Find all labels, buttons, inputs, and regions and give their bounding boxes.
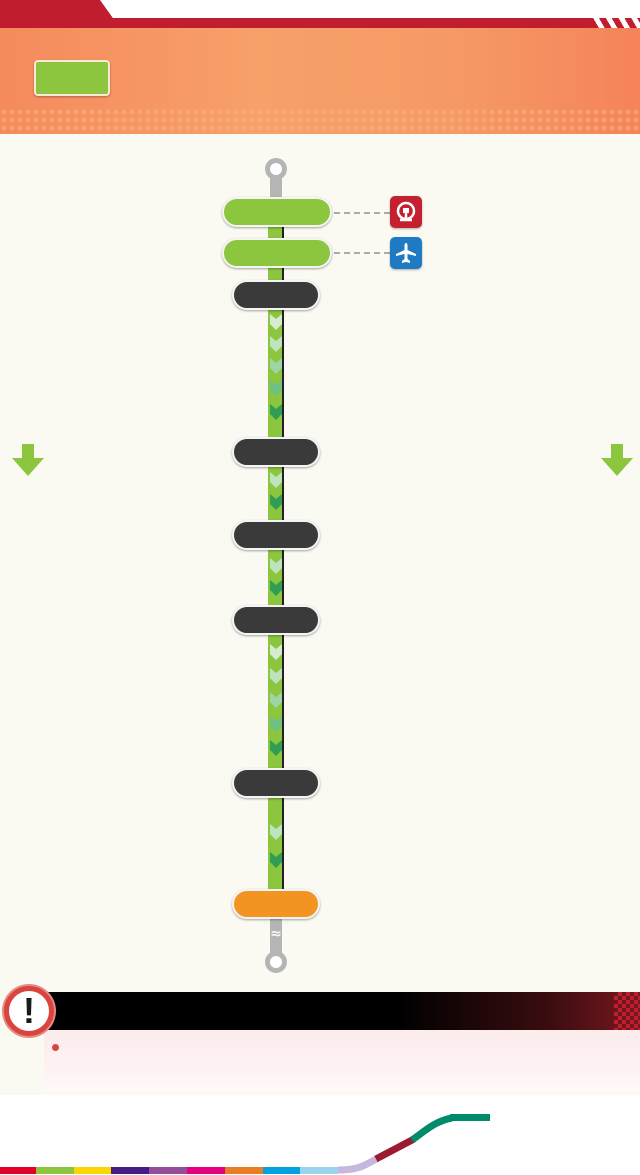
terminal-ring-icon — [265, 951, 287, 973]
station-service-badge — [232, 280, 320, 310]
station-service-badge — [232, 605, 320, 635]
chevron-down-icon — [270, 716, 282, 732]
station-service-badge — [232, 768, 320, 798]
arrow-down-icon — [12, 444, 44, 476]
header-dot-pattern — [0, 108, 640, 134]
chevron-down-icon — [270, 336, 282, 352]
footer — [0, 1095, 640, 1175]
header-stripes — [592, 18, 640, 28]
chevron-down-icon — [270, 668, 282, 684]
chevron-down-icon — [270, 314, 282, 330]
chevron-down-icon — [270, 558, 282, 574]
chevron-down-icon — [270, 380, 282, 396]
railway-icon — [390, 196, 422, 228]
chevron-down-icon — [270, 740, 282, 756]
chevron-down-icon — [270, 358, 282, 374]
chevron-down-icon — [270, 824, 282, 840]
metro-line-color-band — [0, 1114, 490, 1174]
line-badge — [34, 60, 110, 96]
chevron-down-icon — [270, 472, 282, 488]
terminal-ring-icon — [265, 158, 287, 180]
station-service-badge — [222, 238, 332, 268]
notice-checker-pattern — [614, 992, 640, 1030]
transfer-connector — [334, 252, 390, 254]
chevron-down-icon — [270, 852, 282, 868]
direction-indicator-right — [601, 440, 633, 476]
station-service-badge — [232, 520, 320, 550]
exclamation-icon: ! — [4, 986, 54, 1036]
chevron-down-icon — [270, 404, 282, 420]
transfer-connector — [334, 212, 390, 214]
chevron-down-icon — [270, 580, 282, 596]
header-red-tab — [0, 0, 120, 28]
track-unused-segment — [270, 908, 282, 958]
arrow-down-icon — [601, 444, 633, 476]
bullet-icon — [52, 1044, 59, 1051]
notice-body — [44, 1030, 640, 1092]
header-red-line — [0, 18, 640, 28]
notice-header-bar — [34, 992, 640, 1030]
station-service-badge — [232, 889, 320, 919]
chevron-down-icon — [270, 494, 282, 510]
station-service-badge — [222, 197, 332, 227]
chevron-down-icon — [270, 644, 282, 660]
chevron-down-icon — [270, 692, 282, 708]
airport-icon — [390, 237, 422, 269]
station-service-badge — [232, 437, 320, 467]
direction-indicator-left — [12, 440, 44, 476]
track-break-icon: ≈ — [270, 926, 282, 942]
